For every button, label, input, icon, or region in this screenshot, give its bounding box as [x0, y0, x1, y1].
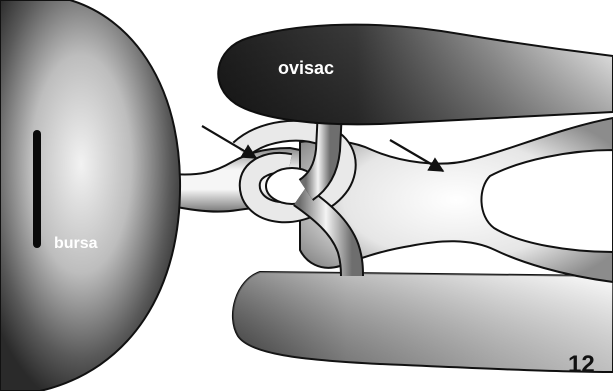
lower-oviduct: [233, 272, 613, 372]
duct-network: [172, 110, 613, 282]
label-bursa: bursa: [54, 235, 98, 252]
label-ovisac: ovisac: [278, 58, 334, 78]
bursa-body: [0, 0, 180, 391]
bursa-slit: [33, 130, 41, 248]
figure-number: 12: [568, 351, 595, 378]
